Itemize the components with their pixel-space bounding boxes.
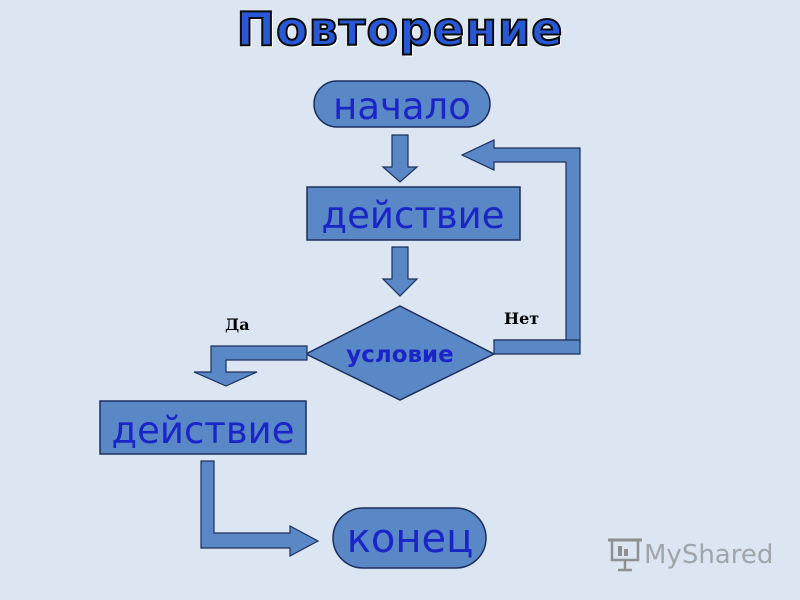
watermark: MyShared	[608, 538, 773, 572]
end-node-label: конец	[347, 516, 474, 562]
arrow-yes-branch	[193, 345, 308, 387]
yes-label: Да	[225, 315, 250, 334]
arrow-no-loop-bottom	[493, 339, 581, 355]
action-node-top-label: действие	[322, 194, 505, 237]
end-node	[332, 507, 487, 569]
watermark-text: MyShared	[644, 540, 773, 570]
arrow-action-to-condition	[381, 246, 419, 297]
presentation-board-icon	[608, 538, 642, 572]
start-node-label: начало	[333, 85, 471, 128]
action-node-top	[306, 186, 521, 241]
slide-title: Повторение	[236, 1, 564, 57]
action-node-bottom	[99, 400, 307, 455]
start-node	[313, 80, 491, 128]
arrow-action-to-end	[200, 460, 320, 558]
no-label: Нет	[504, 309, 539, 328]
condition-node	[304, 305, 496, 401]
arrow-start-to-action	[381, 134, 419, 183]
action-node-bottom-label: действие	[112, 409, 295, 452]
condition-node-label: условие	[346, 342, 454, 368]
